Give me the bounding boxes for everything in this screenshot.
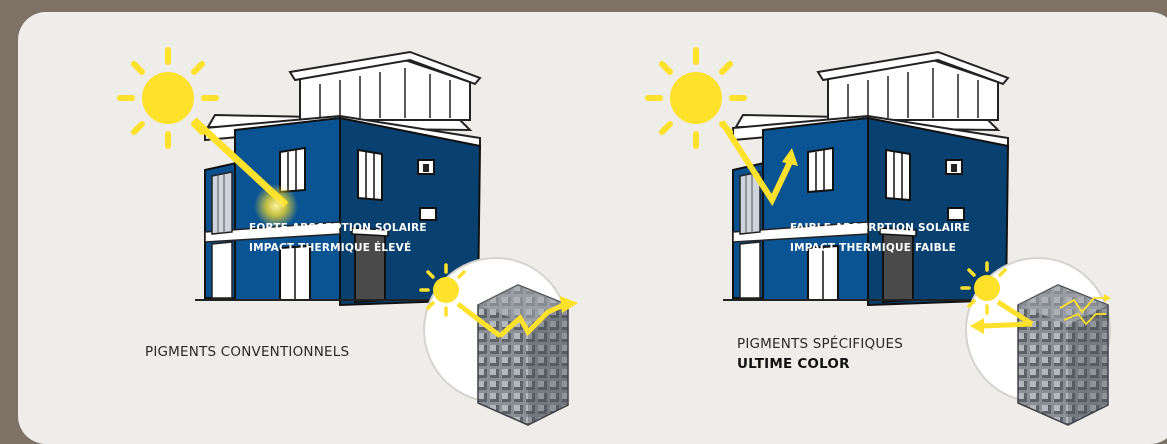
left-label-line2: IMPACT THERMIQUE ÉLEVÉ <box>249 242 412 254</box>
left-label-line1: FORTE ABSORPTION SOLAIRE <box>249 222 427 234</box>
right-caption: PIGMENTS SPÉCIFIQUES <box>737 336 903 352</box>
left-magnifier <box>419 257 578 426</box>
left-absorption-glow <box>254 184 298 228</box>
right-reflected-ray <box>719 120 793 207</box>
left-caption: PIGMENTS CONVENTIONNELS <box>145 344 350 360</box>
comparison-illustration <box>0 0 1111 426</box>
right-caption-brand: ULTIME COLOR <box>737 356 850 372</box>
left-pigment-cubes-icon <box>477 284 569 426</box>
right-magnifier <box>960 257 1111 426</box>
right-label-line2: IMPACT THERMIQUE FAIBLE <box>790 242 957 254</box>
right-label-line1: FAIBLE ABSORPTION SOLAIRE <box>790 222 970 234</box>
right-house <box>722 51 1019 306</box>
